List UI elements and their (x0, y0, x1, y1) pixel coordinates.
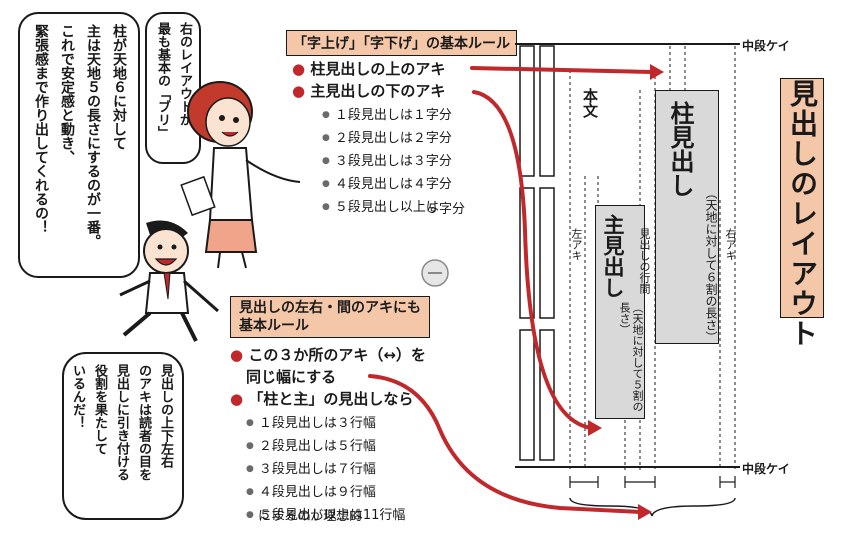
rule1-heading: 「字上げ」「字下げ」の基本ルール (286, 30, 517, 56)
rule2-heading-line: 基本ルール (239, 318, 309, 334)
page-title: 見出しのレイアウト (780, 78, 824, 349)
hashira-note: （天地に対して６割の長さ） (704, 187, 718, 343)
rule2-item: ● 「柱と主」の見出しなら (230, 390, 414, 408)
shu-note: （天地に対して５割の長さ） (618, 302, 644, 412)
rule1-item: ● 柱見出しの上のアキ (292, 60, 446, 78)
hashira-label: 柱見出し (666, 101, 694, 197)
rule1-subitem-cont: ５字分 (426, 202, 466, 217)
bubble-line: 右のレイアウトが (177, 22, 192, 126)
rule1-item: ● 主見出しの下のアキ (292, 82, 446, 100)
speech-bubble-top: 柱が天地６に対して 主は天地５の長さにするのが一番。 これで安定感と動き、 緊張… (18, 12, 140, 278)
rule2-subitem: ５段見出し以上は11行幅 (246, 504, 436, 527)
bubble-line: 役割を果たして (92, 364, 107, 455)
rule2-sublist: １段見出しは３行幅 ２段見出しは５行幅 ３段見出しは７行幅 ４段見出しは９行幅 … (246, 412, 436, 527)
bubble-line: 緊張感まで作り出してくれるの！ (33, 24, 49, 234)
rule1-list: ● 柱見出しの上のアキ ● 主見出しの下のアキ (292, 58, 445, 102)
man-illustration (119, 220, 219, 342)
bubble-line: これで安定感と動き、 (59, 24, 75, 164)
rule2-subitem: １段見出しは３行幅 (246, 412, 436, 435)
bubble-line: 最も基本の「ブリ」 (155, 22, 170, 139)
gyokan-label: 見出しの行間 (638, 228, 651, 294)
rule2-subitem: ４段見出しは９行幅 (246, 481, 436, 504)
rule1-subitem: ２段見出しは２字分 (322, 127, 472, 150)
bubble-line: 見出しに引き付ける (114, 364, 129, 481)
rule2-heading-line: 見出しの左右・間のアキにも (239, 300, 421, 316)
rule2-heading: 見出しの左右・間のアキにも 基本ルール (230, 296, 430, 338)
rule2-subitem: ２段見出しは５行幅 (246, 435, 436, 458)
rule1-subitem: １段見出しは１字分 (322, 104, 472, 127)
rule2-subitem: ３段見出しは７行幅 (246, 458, 436, 481)
rule2-item-cont: 同じ幅にする (246, 368, 337, 386)
chudan-label-top: 中段ケイ (742, 39, 790, 53)
rule2-item: ● この３か所のアキ（↔）を (230, 346, 426, 364)
speech-bubble-bottom: 見出しの上下左右 のアキは読者の目を 見出しに引き付ける 役割を果たして いるん… (62, 352, 184, 520)
bubble-line: いるんだ！ (70, 364, 85, 429)
rule1-subitem: ３段見出しは３字分 (322, 150, 472, 173)
rule1-subitem: ４段見出しは４字分 (322, 173, 472, 196)
shu-box: 主見出し （天地に対して５割の長さ） (595, 205, 645, 419)
chudan-label-bottom: 中段ケイ (742, 462, 790, 476)
rule1-sublist: １段見出しは１字分 ２段見出しは２字分 ３段見出しは３字分 ４段見出しは４字分 … (322, 104, 472, 219)
shu-label: 主見出し (601, 214, 625, 298)
bubble-line: 見出しの上下左右 (158, 364, 173, 468)
honbun-label: 本文 (581, 88, 599, 118)
woman-illustration (180, 81, 301, 269)
rule2-items: ● この３か所のアキ（↔）を 同じ幅にする ● 「柱と主」の見出しなら (230, 344, 426, 410)
hashira-box: 柱見出し （天地に対して６割の長さ） (655, 90, 719, 344)
bubble-line: 柱が天地６に対して (111, 24, 127, 150)
left-aki-label: 左アキ (570, 228, 583, 261)
bubble-line: のアキは読者の目を (136, 364, 151, 481)
pin-icon (421, 259, 449, 287)
bubble-line: 主は天地５の長さにするのが一番。 (85, 24, 101, 248)
rule2-subitem-cont: にするのが理想的 (258, 509, 363, 524)
right-aki-label: 右アキ (724, 228, 737, 261)
rule1-subitem: ５段見出し以上は (322, 196, 472, 219)
